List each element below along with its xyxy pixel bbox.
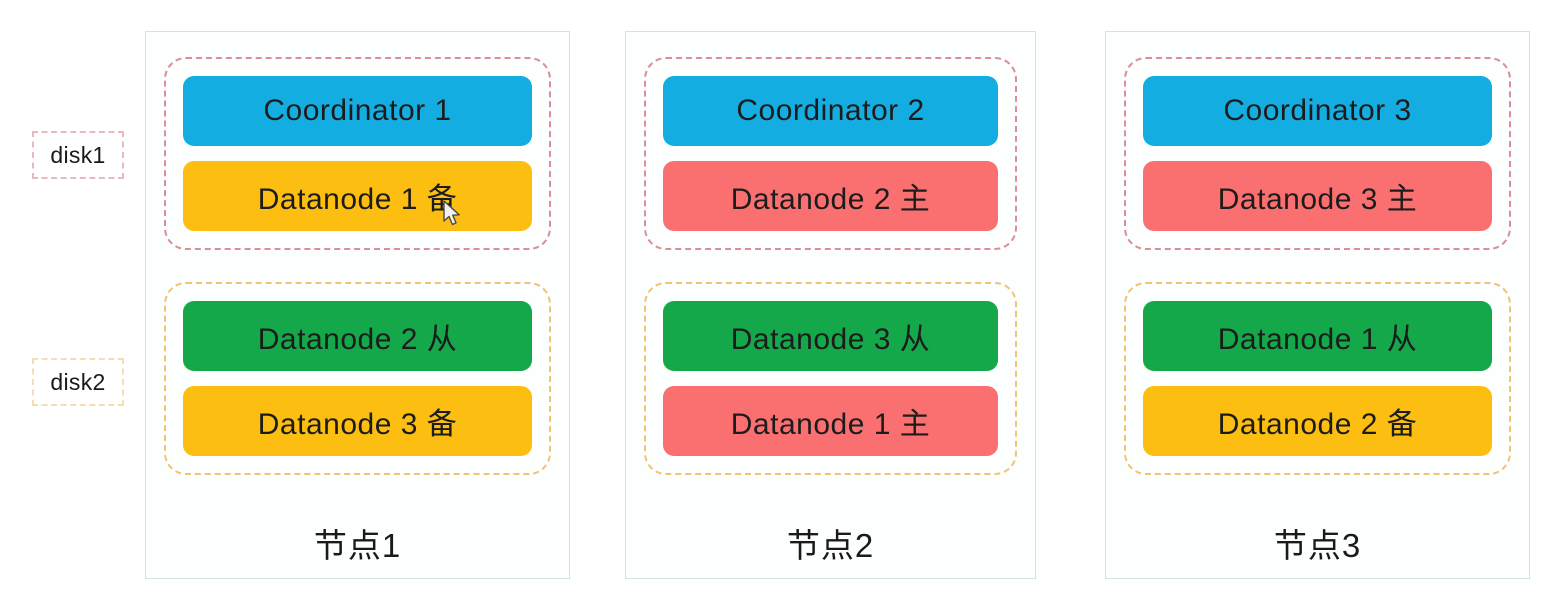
node-1-disk2-service-1-label: Datanode 2 从 bbox=[257, 323, 458, 356]
disk-legend-disk2-text: disk2 bbox=[50, 368, 106, 395]
node-2-disk1-service-1[interactable]: Coordinator 2 bbox=[663, 76, 998, 146]
node-1-caption: 节点1 bbox=[313, 527, 402, 564]
node-1-disk2-service-1[interactable]: Datanode 2 从 bbox=[183, 301, 532, 371]
node-1-disk2-service-2[interactable]: Datanode 3 备 bbox=[183, 386, 532, 456]
node-2-disk2-group: Datanode 3 从 Datanode 1 主 bbox=[644, 282, 1017, 475]
node-1-disk1-service-1-label: Coordinator 1 bbox=[263, 94, 452, 127]
node-1-disk1-service-2-label: Datanode 1 备 bbox=[257, 183, 458, 216]
node-3-disk2-service-2-label: Datanode 2 备 bbox=[1217, 408, 1418, 441]
node-3-disk1-service-2-label: Datanode 3 主 bbox=[1217, 183, 1418, 216]
node-2-disk2-service-1-label: Datanode 3 从 bbox=[730, 323, 931, 356]
disk-legend-disk1: disk1 bbox=[32, 131, 124, 179]
node-2-disk2-service-2-label: Datanode 1 主 bbox=[730, 408, 931, 441]
node-3-caption: 节点3 bbox=[1273, 527, 1362, 564]
disk-legend-disk1-text: disk1 bbox=[50, 141, 106, 168]
node-3-disk1-service-1[interactable]: Coordinator 3 bbox=[1143, 76, 1492, 146]
node-2-disk1-service-1-label: Coordinator 2 bbox=[736, 94, 925, 127]
node-3-disk2-group: Datanode 1 从 Datanode 2 备 bbox=[1124, 282, 1511, 475]
node-2-disk1-group: Coordinator 2 Datanode 2 主 bbox=[644, 57, 1017, 250]
node-1-disk2-service-2-label: Datanode 3 备 bbox=[257, 408, 458, 441]
node-3-disk1-service-2[interactable]: Datanode 3 主 bbox=[1143, 161, 1492, 231]
node-3-disk1-group: Coordinator 3 Datanode 3 主 bbox=[1124, 57, 1511, 250]
node-1-disk1-service-2[interactable]: Datanode 1 备 bbox=[183, 161, 532, 231]
node-panel-2: Coordinator 2 Datanode 2 主 Datanode 3 从 … bbox=[625, 31, 1036, 579]
node-1-disk1-service-1[interactable]: Coordinator 1 bbox=[183, 76, 532, 146]
node-2-disk1-service-2[interactable]: Datanode 2 主 bbox=[663, 161, 998, 231]
node-3-disk2-service-1-label: Datanode 1 从 bbox=[1217, 323, 1418, 356]
node-3-disk1-service-1-label: Coordinator 3 bbox=[1223, 94, 1412, 127]
node-1-disk1-group: Coordinator 1 Datanode 1 备 bbox=[164, 57, 551, 250]
node-2-disk1-service-2-label: Datanode 2 主 bbox=[730, 183, 931, 216]
node-panel-3: Coordinator 3 Datanode 3 主 Datanode 1 从 … bbox=[1105, 31, 1530, 579]
disk-legend-disk2: disk2 bbox=[32, 358, 124, 406]
node-2-disk2-service-1[interactable]: Datanode 3 从 bbox=[663, 301, 998, 371]
node-panel-1: Coordinator 1 Datanode 1 备 Datanode 2 从 … bbox=[145, 31, 570, 579]
node-3-disk2-service-1[interactable]: Datanode 1 从 bbox=[1143, 301, 1492, 371]
node-2-caption: 节点2 bbox=[786, 527, 875, 564]
node-3-disk2-service-2[interactable]: Datanode 2 备 bbox=[1143, 386, 1492, 456]
node-2-disk2-service-2[interactable]: Datanode 1 主 bbox=[663, 386, 998, 456]
node-1-disk2-group: Datanode 2 从 Datanode 3 备 bbox=[164, 282, 551, 475]
